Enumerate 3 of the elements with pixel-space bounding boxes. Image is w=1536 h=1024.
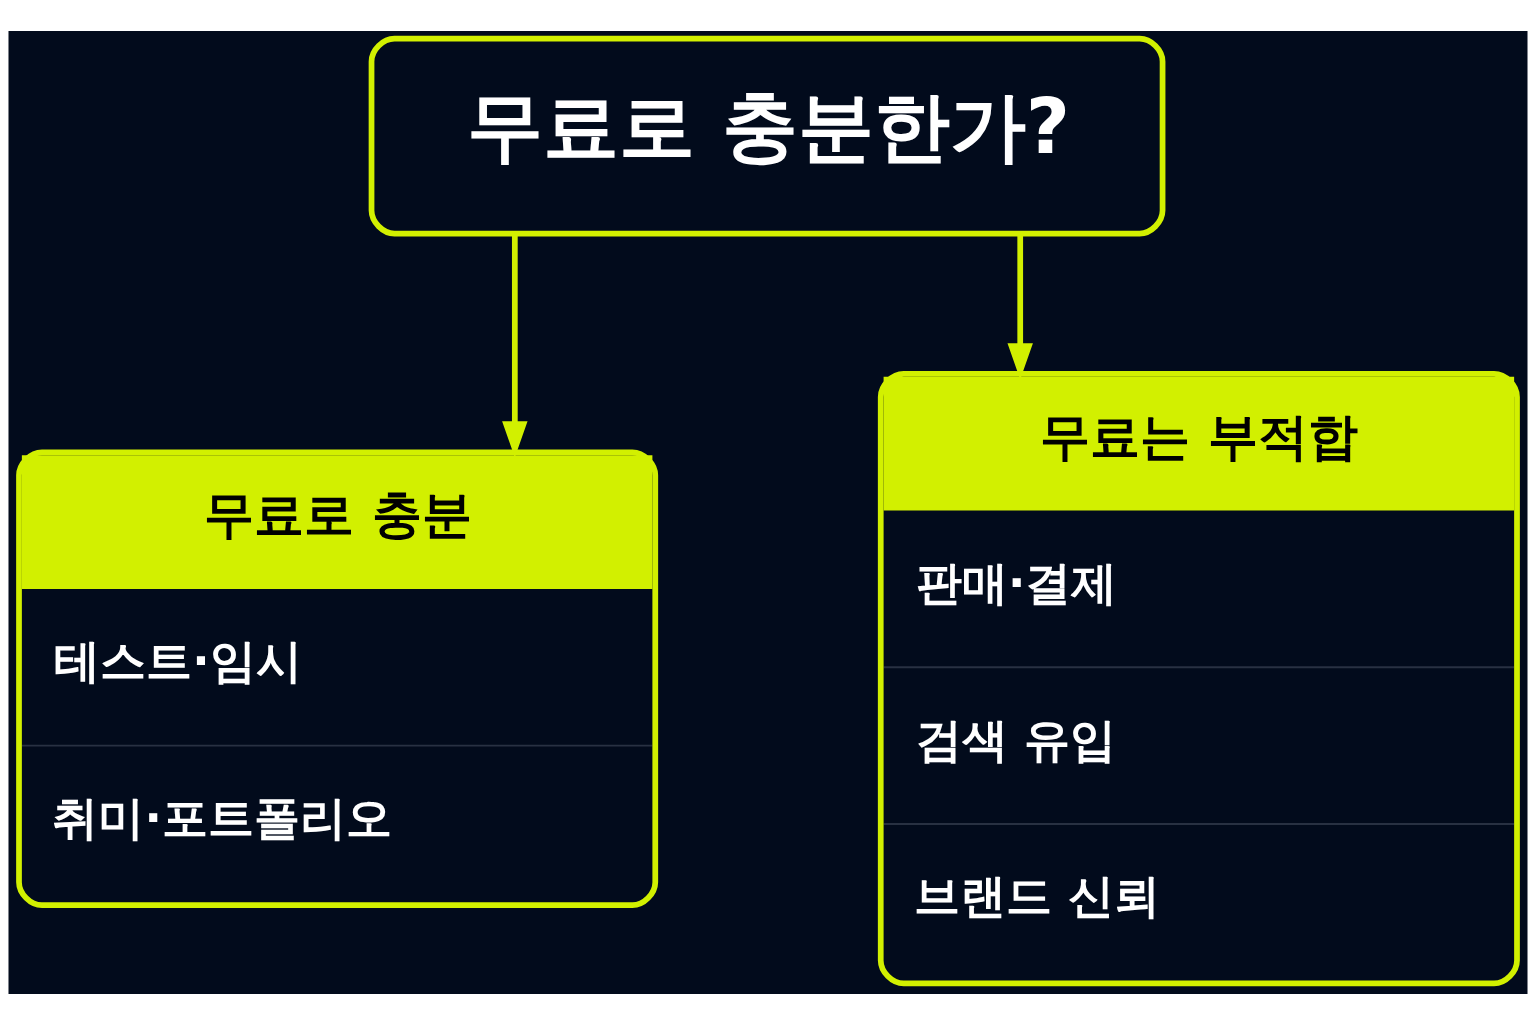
arrow [502,233,528,458]
node-box: 무료로 충분한가? [368,35,1166,236]
arrow [1007,233,1033,380]
